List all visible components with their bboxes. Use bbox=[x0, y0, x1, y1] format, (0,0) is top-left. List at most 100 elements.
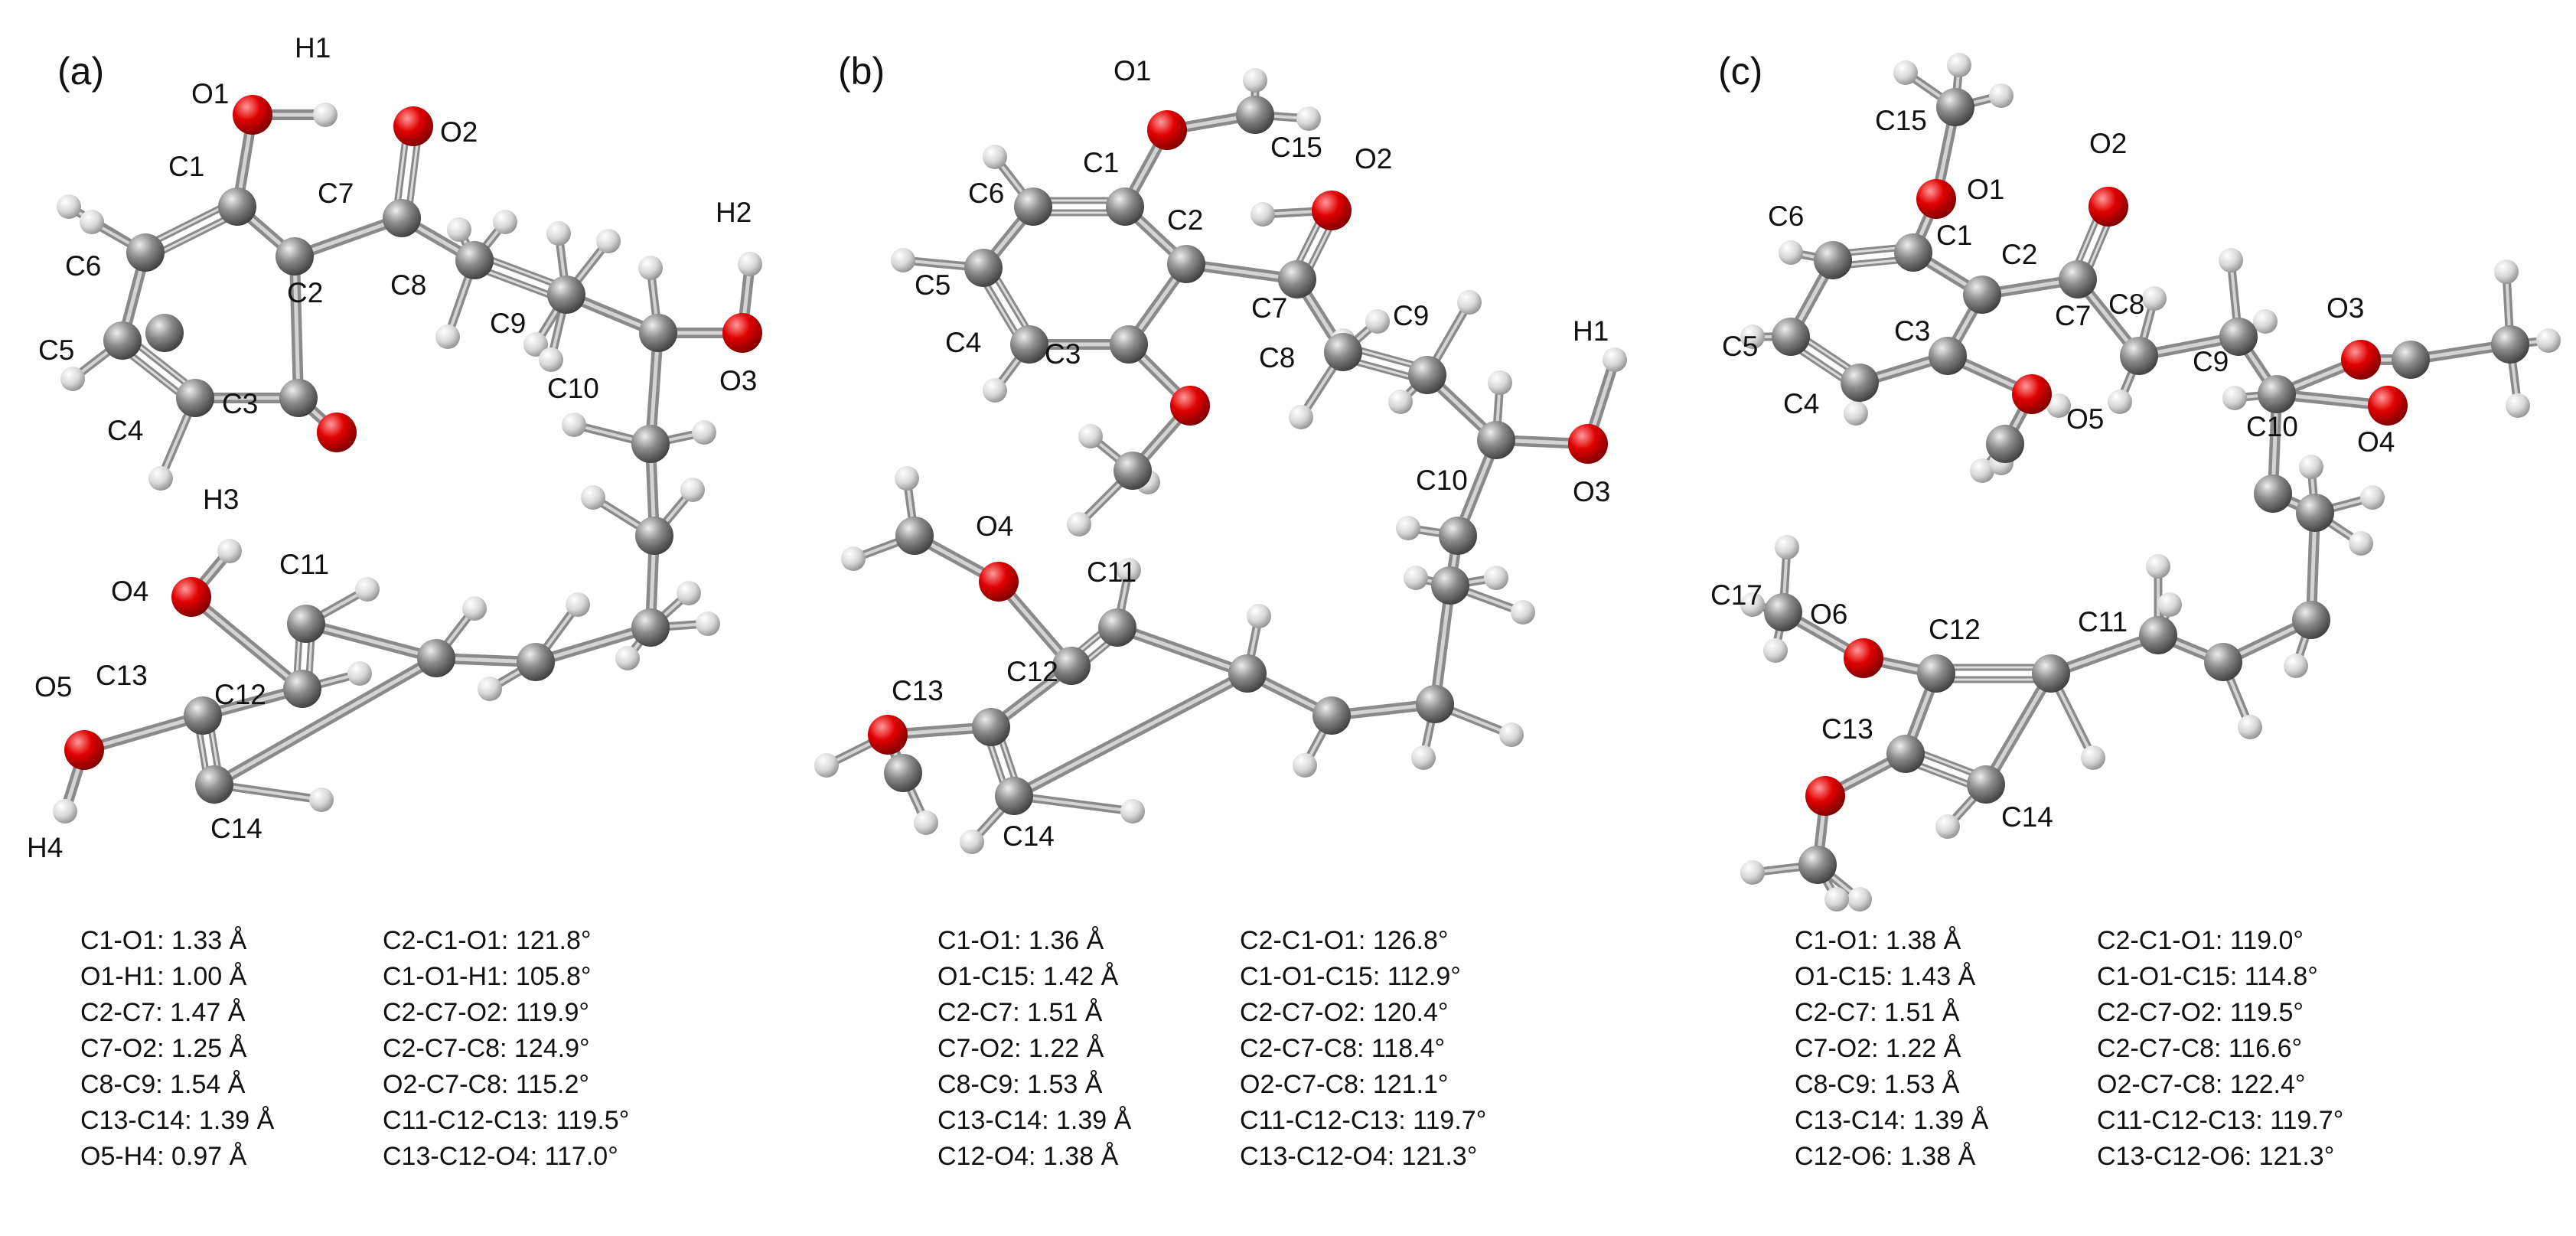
atom-label: C8 bbox=[390, 269, 426, 301]
bond-angle-b: C13-C12-O4: 121.3° bbox=[1240, 1142, 1477, 1171]
atom-label: H3 bbox=[203, 484, 239, 515]
bond-length-b: C13-C14: 1.39 Å bbox=[937, 1106, 1132, 1135]
atom-label: C10 bbox=[547, 373, 599, 404]
hydrogen-atom bbox=[2219, 248, 2243, 272]
carbon-atom bbox=[2204, 643, 2242, 681]
carbon-atom-c14 bbox=[1967, 765, 2005, 804]
atom-label: C13 bbox=[96, 660, 148, 691]
bond-length-c: C8-C9: 1.53 Å bbox=[1795, 1070, 1960, 1099]
oxygen-atom-o4 bbox=[171, 577, 211, 617]
atom-label: O4 bbox=[2357, 426, 2395, 458]
carbon-atom-c15 bbox=[1936, 88, 1974, 126]
atom-label: C14 bbox=[2001, 801, 2053, 833]
bond-angle-b: C2-C1-O1: 126.8° bbox=[1240, 926, 1449, 955]
atom-label: C1 bbox=[1936, 220, 1972, 251]
bond-b-30-highlight bbox=[1012, 671, 1250, 798]
carbon-atom-c9 bbox=[2219, 318, 2258, 356]
atom-label: O3 bbox=[1573, 476, 1610, 507]
carbon-atom bbox=[1114, 452, 1152, 490]
bond-a-23-highlight bbox=[189, 595, 305, 691]
atom-label: C10 bbox=[2246, 411, 2298, 442]
hydrogen-atom bbox=[347, 661, 372, 686]
bond-angle-c: C11-C12-C13: 119.7° bbox=[2097, 1106, 2343, 1135]
atom-label: C13 bbox=[1821, 713, 1873, 745]
atom-label: H2 bbox=[716, 197, 752, 228]
hydrogen-atom bbox=[1293, 753, 1317, 778]
atom-label: C5 bbox=[915, 269, 951, 301]
hydrogen-atom bbox=[148, 466, 173, 491]
bond-angle-a: C2-C7-C8: 124.9° bbox=[383, 1034, 590, 1063]
hydrogen-atom bbox=[1824, 887, 1849, 912]
atom-label: O2 bbox=[440, 116, 478, 148]
bond-length-c: C1-O1: 1.38 Å bbox=[1795, 926, 1961, 955]
panel-tag-b: (b) bbox=[838, 50, 885, 93]
hydrogen-atom bbox=[309, 788, 334, 812]
atom-label: C7 bbox=[318, 178, 354, 209]
hydrogen-atom bbox=[960, 830, 984, 854]
hydrogen-atom bbox=[596, 229, 621, 253]
carbon-atom-c11 bbox=[287, 605, 325, 643]
hydrogen-atom bbox=[523, 332, 548, 357]
hydrogen-atom bbox=[1499, 722, 1524, 747]
atom-label: H4 bbox=[27, 832, 63, 863]
bond-length-b: C2-C7: 1.51 Å bbox=[937, 998, 1103, 1027]
hydrogen-atom bbox=[2046, 393, 2071, 418]
bond-a-21-highlight bbox=[304, 621, 439, 660]
atom-label: C11 bbox=[1087, 556, 1136, 588]
carbon-atom-c5 bbox=[1772, 318, 1810, 356]
bond-length-b: C7-O2: 1.22 Å bbox=[937, 1034, 1104, 1063]
hydrogen-atom bbox=[566, 592, 590, 617]
bond-angle-a: C13-C12-O4: 117.0° bbox=[383, 1142, 618, 1171]
hydrogen-atom bbox=[1488, 370, 1512, 395]
bond-angle-c: C1-O1-C15: 114.8° bbox=[2097, 962, 2318, 991]
oxygen-atom-o6 bbox=[1844, 638, 1883, 678]
carbon-atom-c8 bbox=[2120, 337, 2158, 375]
atom-label: C13 bbox=[892, 675, 944, 706]
bond-angle-b: C1-O1-C15: 112.9° bbox=[1240, 962, 1461, 991]
atom-label: C5 bbox=[38, 334, 74, 366]
hydrogen-atom bbox=[2284, 654, 2308, 678]
hydrogen-atom bbox=[2146, 554, 2170, 579]
atom-label: C3 bbox=[222, 388, 258, 419]
oxygen-atom-o1 bbox=[233, 95, 272, 135]
atom-label: C9 bbox=[1393, 300, 1429, 331]
atom-label: C17 bbox=[1710, 579, 1762, 611]
atom-label: C11 bbox=[279, 549, 329, 580]
hydrogen-atom bbox=[1396, 516, 1420, 540]
oxygen-atom-o4 bbox=[979, 562, 1019, 602]
carbon-atom-c12 bbox=[1917, 654, 1955, 693]
oxygen-atom bbox=[317, 413, 357, 452]
bond-length-a: C7-O2: 1.25 Å bbox=[80, 1034, 247, 1063]
carbon-atom-c7 bbox=[1278, 260, 1316, 298]
hydrogen-atom bbox=[891, 248, 915, 272]
carbon-atom-c3 bbox=[1110, 325, 1148, 364]
hydrogen-atom bbox=[895, 466, 919, 491]
carbon-atom bbox=[884, 754, 922, 792]
atom-label: C11 bbox=[2078, 606, 2128, 638]
hydrogen-atom bbox=[1947, 53, 1971, 77]
hydrogen-atom bbox=[1247, 604, 1271, 628]
atom-label: C15 bbox=[1875, 105, 1927, 136]
atom-label: C1 bbox=[1083, 147, 1119, 178]
carbon-atom-c8 bbox=[455, 241, 494, 279]
hydrogen-atom bbox=[1844, 401, 1868, 426]
carbon-atom bbox=[895, 517, 934, 555]
atom-label: O5 bbox=[2066, 403, 2104, 435]
hydrogen-atom bbox=[1388, 390, 1413, 414]
atom-label: C12 bbox=[214, 679, 266, 710]
hydrogen-atom bbox=[677, 581, 701, 605]
carbon-atom bbox=[1416, 685, 1454, 723]
bond-length-a: O5-H4: 0.97 Å bbox=[80, 1142, 247, 1171]
hydrogen-atom bbox=[1251, 202, 1275, 227]
bond-angle-a: C2-C7-O2: 119.9° bbox=[383, 998, 589, 1027]
hydrogen-atom-h1 bbox=[1603, 347, 1627, 372]
hydrogen-atom bbox=[1740, 592, 1765, 617]
bond-a-29-highlight bbox=[212, 656, 439, 787]
hydrogen-atom-h2 bbox=[738, 252, 762, 276]
oxygen-atom-o2 bbox=[393, 106, 433, 146]
hydrogen-atom bbox=[1404, 566, 1428, 590]
atom-label: H1 bbox=[1573, 315, 1609, 347]
atom-label: C3 bbox=[1894, 315, 1930, 347]
carbon-atom-c6 bbox=[126, 233, 165, 272]
hydrogen-atom bbox=[615, 646, 640, 670]
